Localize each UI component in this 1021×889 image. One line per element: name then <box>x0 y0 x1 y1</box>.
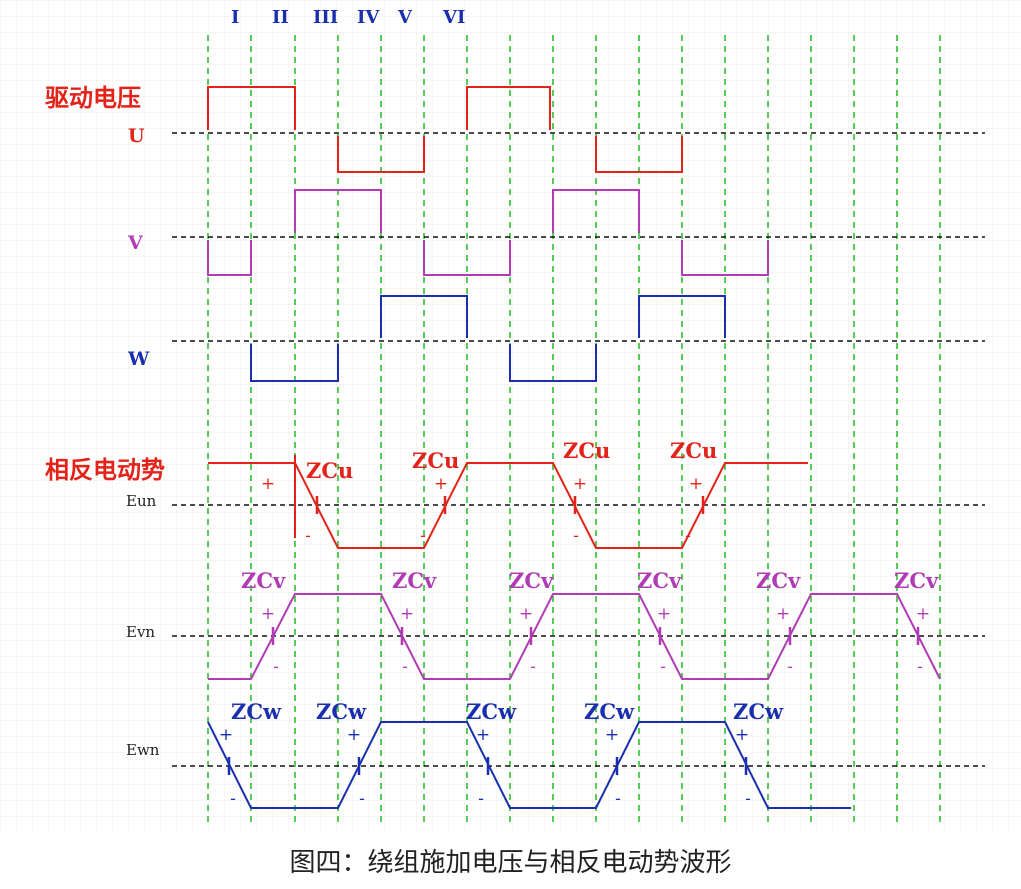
sign-minus-w: - <box>230 789 236 809</box>
sign-minus-w: - <box>615 789 621 809</box>
phase-numeral: III <box>313 7 338 28</box>
sign-minus-w: - <box>359 789 365 809</box>
phase-numeral: I <box>231 7 239 28</box>
section-drive-voltage: 驱动电压 <box>45 83 141 112</box>
sign-plus-v: + <box>261 604 275 624</box>
drive-wave-v <box>423 240 511 276</box>
zc-label-w: ZCw <box>316 699 367 724</box>
sign-plus-u: + <box>434 474 448 494</box>
zc-label-w: ZCw <box>584 699 635 724</box>
section-back-emf: 相反电动势 <box>45 455 165 484</box>
drive-wave-w <box>509 344 597 382</box>
sign-minus-u: - <box>685 526 691 546</box>
drive-wave-w <box>380 295 468 338</box>
zc-label-w: ZCw <box>733 699 784 724</box>
back-emf-v <box>208 593 941 680</box>
emf-label-v: Evn <box>126 623 155 641</box>
sign-plus-v: + <box>519 604 533 624</box>
figure-caption: 图四：绕组施加电压与相反电动势波形 <box>289 848 732 878</box>
drive-wave-v <box>552 189 640 233</box>
drive-wave-u <box>207 86 296 130</box>
sign-plus-w: + <box>476 725 490 745</box>
zc-label-u: ZCu <box>306 458 353 483</box>
zc-label-w: ZCw <box>231 699 282 724</box>
emf-label-u: Eun <box>126 492 157 510</box>
sign-plus-w: + <box>605 725 619 745</box>
drive-wave-u <box>337 136 425 173</box>
sign-minus-v: - <box>530 657 536 677</box>
sign-plus-v: + <box>916 604 930 624</box>
sign-plus-u: + <box>689 474 703 494</box>
phase-numeral: VI <box>442 7 465 28</box>
line-layer <box>172 35 985 822</box>
sign-plus-v: + <box>400 604 414 624</box>
zc-label-v: ZCv <box>241 568 286 593</box>
sign-minus-v: - <box>787 657 793 677</box>
drive-wave-w <box>638 295 726 338</box>
drive-wave-u <box>595 136 683 173</box>
phase-label-w: W <box>127 348 150 370</box>
sign-minus-v: - <box>402 657 408 677</box>
phase-numeral: V <box>397 7 413 28</box>
sign-minus-v: - <box>273 657 279 677</box>
phase-label-u: U <box>128 125 145 147</box>
drive-wave-u <box>466 86 551 130</box>
zc-label-v: ZCv <box>894 568 939 593</box>
sign-minus-u: - <box>305 526 311 546</box>
sign-plus-w: + <box>735 725 749 745</box>
drive-wave-v <box>207 240 252 276</box>
sign-minus-v: - <box>660 657 666 677</box>
zc-label-v: ZCv <box>756 568 801 593</box>
zc-label-u: ZCu <box>412 448 459 473</box>
zc-label-v: ZCv <box>637 568 682 593</box>
drive-wave-w <box>250 344 339 382</box>
sign-plus-v: + <box>657 604 671 624</box>
zc-label-u: ZCu <box>670 438 717 463</box>
zc-label-u: ZCu <box>563 438 610 463</box>
sign-minus-w: - <box>478 789 484 809</box>
sign-plus-w: + <box>347 725 361 745</box>
drive-wave-v <box>294 189 382 233</box>
zc-label-v: ZCv <box>392 568 437 593</box>
sign-plus-w: + <box>219 725 233 745</box>
drive-wave-v <box>681 240 769 276</box>
zc-label-w: ZCw <box>466 699 517 724</box>
sign-minus-w: - <box>745 789 751 809</box>
phase-numeral: II <box>272 7 289 28</box>
sign-minus-u: - <box>420 526 426 546</box>
phase-numeral: IV <box>357 7 380 28</box>
sign-plus-v: + <box>776 604 790 624</box>
emf-label-w: Ewn <box>126 741 160 759</box>
sign-plus-u: + <box>573 474 587 494</box>
phase-label-v: V <box>127 232 144 254</box>
zc-label-v: ZCv <box>509 568 554 593</box>
sign-minus-v: - <box>917 657 923 677</box>
sign-minus-u: - <box>573 526 579 546</box>
sign-plus-u: + <box>261 474 275 494</box>
back-emf-w <box>207 721 851 809</box>
